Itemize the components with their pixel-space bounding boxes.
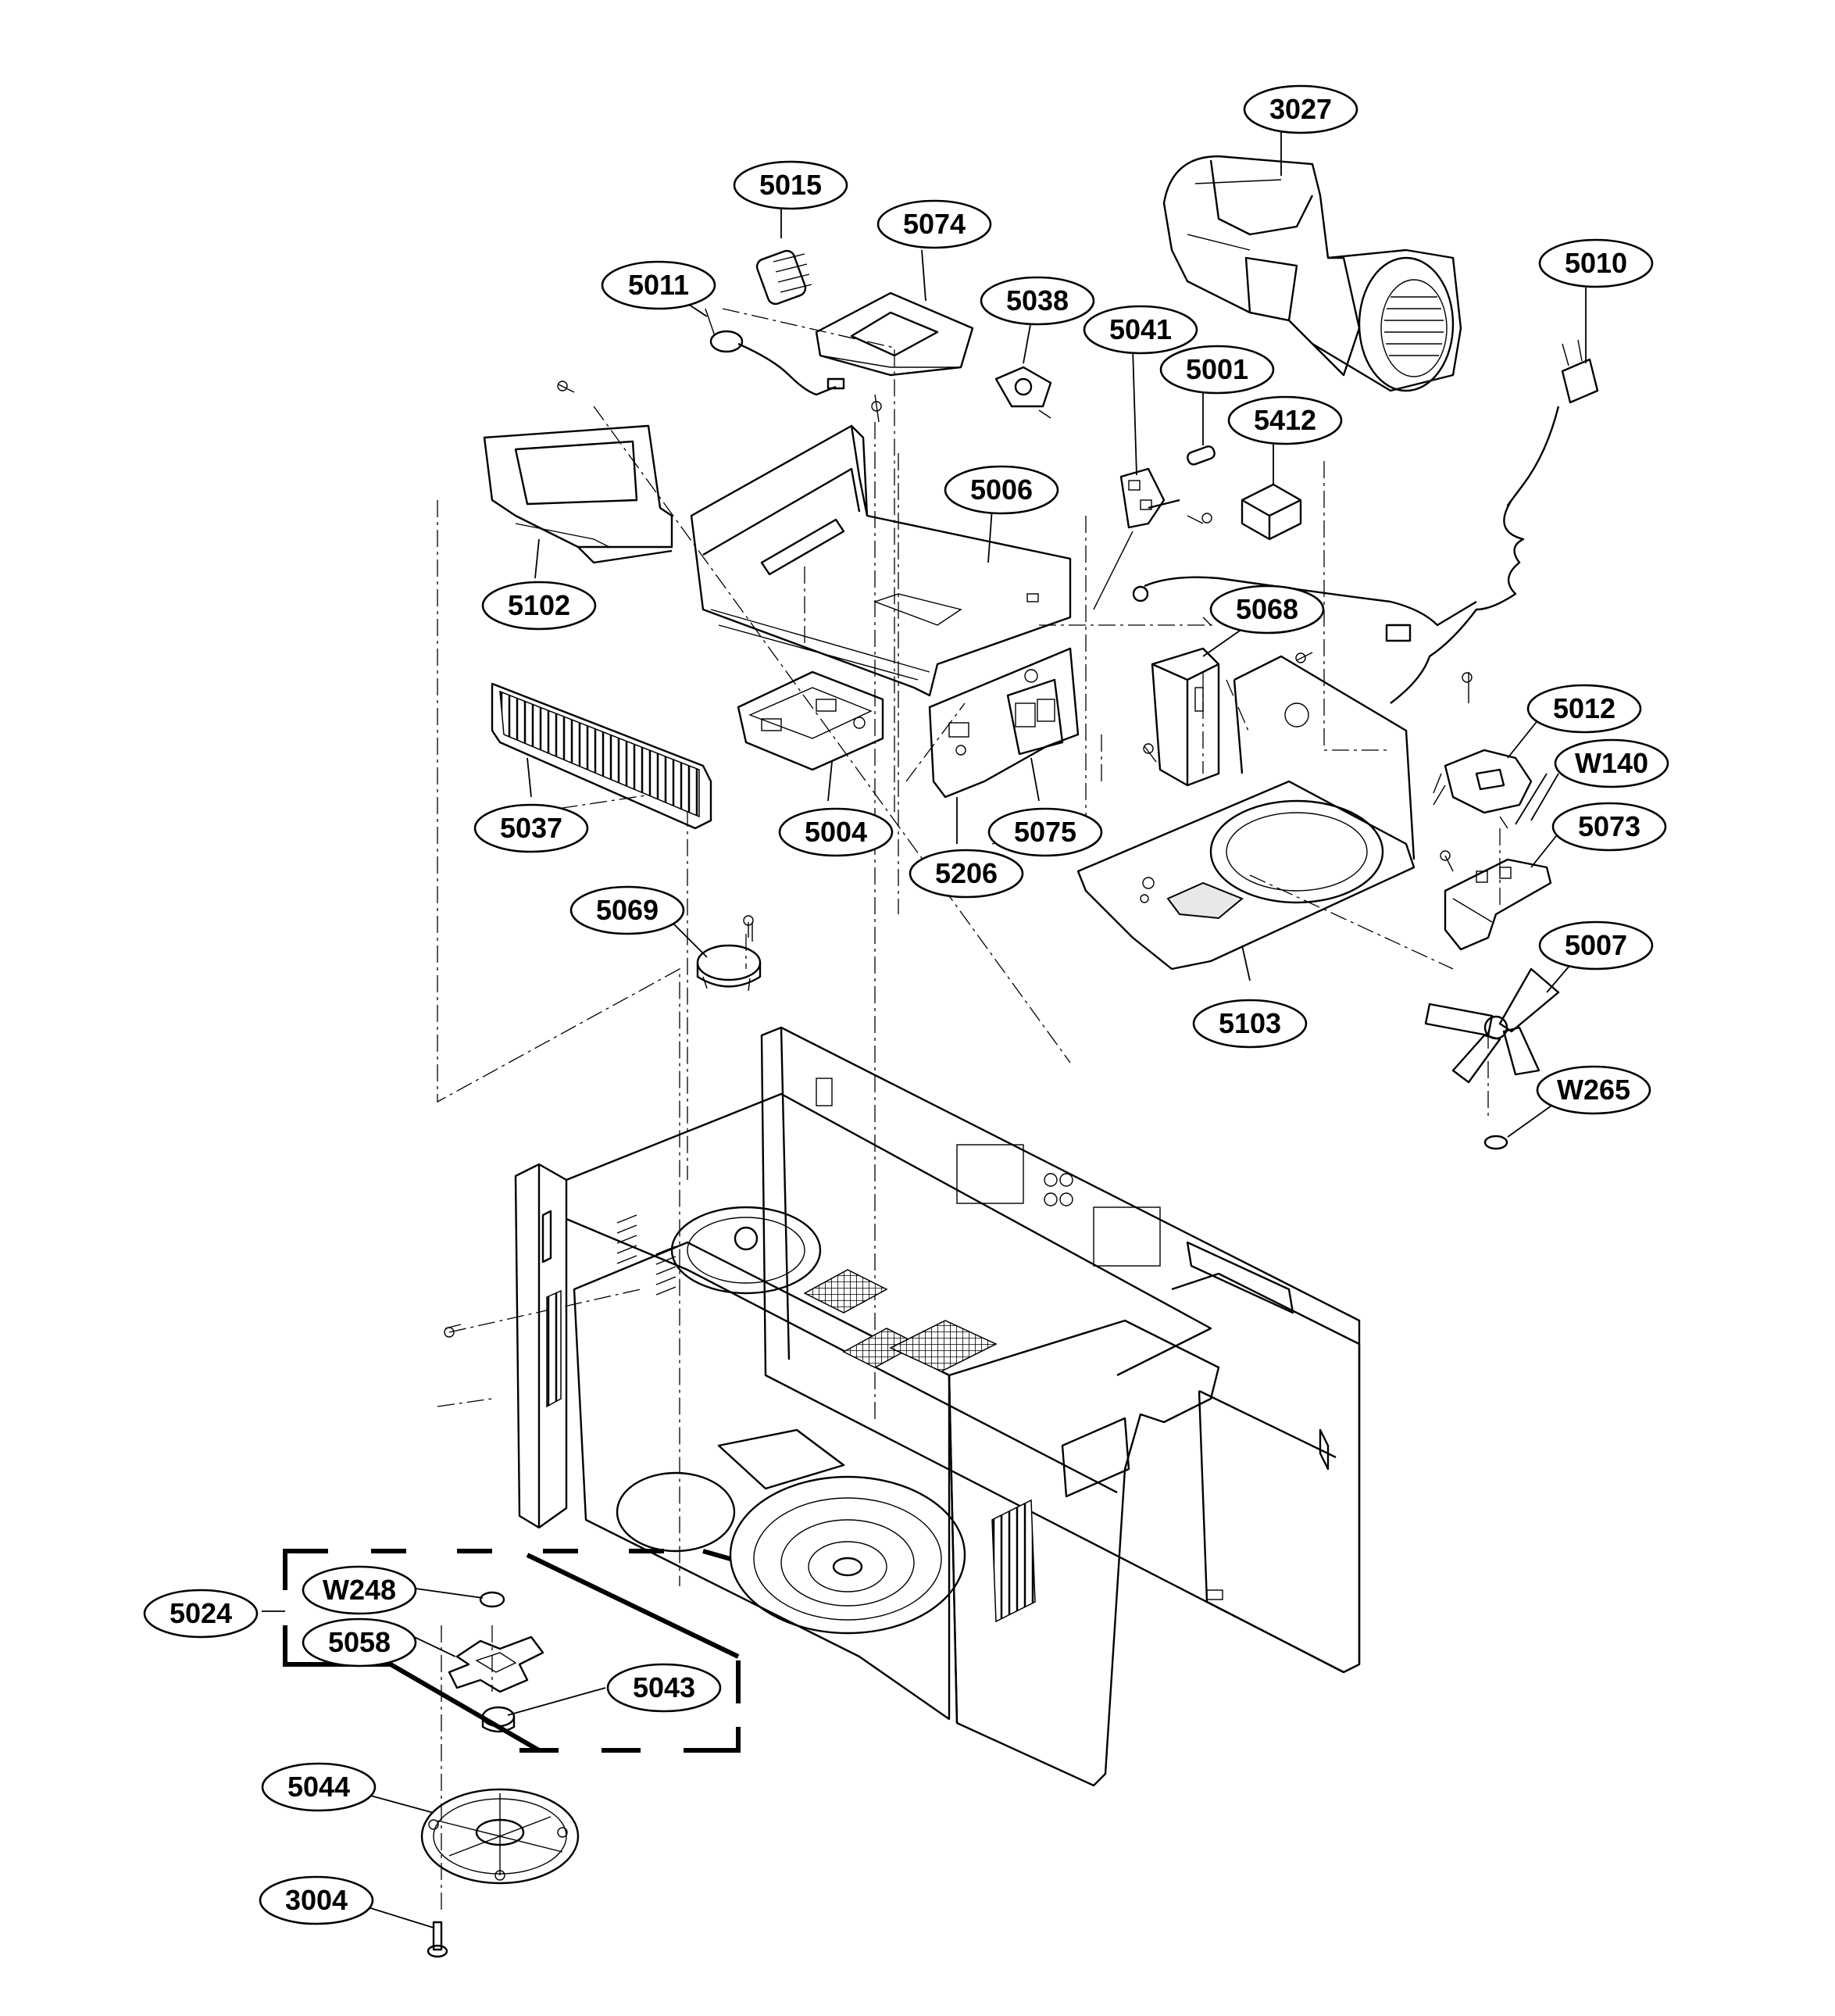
callout-5015: 5015 bbox=[733, 160, 848, 210]
blower-assembly-part bbox=[1162, 155, 1462, 392]
svg-text:5103: 5103 bbox=[1219, 1007, 1281, 1039]
callout-5038: 5038 bbox=[980, 276, 1095, 326]
callout-5001: 5001 bbox=[1159, 345, 1275, 395]
noise-filter-part bbox=[1241, 483, 1302, 541]
callout-5075: 5075 bbox=[987, 807, 1103, 857]
callout-5069: 5069 bbox=[569, 885, 685, 935]
callout-5007: 5007 bbox=[1538, 920, 1654, 970]
svg-text:5011: 5011 bbox=[628, 269, 689, 301]
svg-text:5043: 5043 bbox=[633, 1671, 695, 1703]
svg-text:5102: 5102 bbox=[508, 589, 570, 621]
svg-text:5006: 5006 bbox=[970, 474, 1033, 506]
fuse-part bbox=[1187, 445, 1216, 466]
fan-blade-part bbox=[1424, 967, 1560, 1084]
side-bracket-part bbox=[1151, 647, 1220, 787]
callout-5058: 5058 bbox=[302, 1617, 417, 1667]
svg-text:5038: 5038 bbox=[1006, 284, 1069, 316]
svg-text:5206: 5206 bbox=[935, 857, 998, 889]
base-plate-part bbox=[1076, 655, 1416, 970]
svg-text:5412: 5412 bbox=[1254, 404, 1316, 436]
callout-w248: W248 bbox=[302, 1565, 417, 1615]
callout-5073: 5073 bbox=[1551, 802, 1667, 852]
lamp-socket-part bbox=[755, 249, 812, 306]
callout-5068: 5068 bbox=[1209, 584, 1325, 634]
svg-text:5012: 5012 bbox=[1553, 692, 1615, 724]
callout-5024: 5024 bbox=[143, 1589, 259, 1639]
svg-text:5058: 5058 bbox=[328, 1626, 391, 1658]
callout-3004: 3004 bbox=[259, 1875, 374, 1925]
callout-5041: 5041 bbox=[1083, 305, 1198, 355]
callout-5012: 5012 bbox=[1526, 684, 1642, 734]
kit-box-diagonal bbox=[526, 1553, 740, 1659]
callout-5043: 5043 bbox=[606, 1663, 722, 1713]
waveguide-cover-part bbox=[737, 670, 884, 771]
svg-text:5073: 5073 bbox=[1578, 810, 1640, 842]
svg-text:3027: 3027 bbox=[1269, 93, 1332, 125]
callout-5006: 5006 bbox=[944, 465, 1059, 515]
thermistor-part bbox=[705, 308, 845, 396]
screw-3004-part bbox=[427, 1921, 448, 1958]
svg-text:5037: 5037 bbox=[500, 812, 562, 844]
w265-nut-part bbox=[1483, 1135, 1508, 1150]
callout-5102: 5102 bbox=[481, 581, 597, 631]
lamp-cover-part bbox=[815, 291, 974, 377]
svg-text:3004: 3004 bbox=[285, 1884, 348, 1916]
power-cord-part bbox=[1132, 339, 1599, 704]
svg-text:5010: 5010 bbox=[1565, 247, 1627, 279]
w248-washer-part bbox=[479, 1591, 505, 1608]
svg-text:5001: 5001 bbox=[1186, 353, 1248, 385]
callout-5010: 5010 bbox=[1538, 238, 1654, 288]
callout-3027: 3027 bbox=[1243, 84, 1358, 134]
grease-filter-part bbox=[491, 682, 712, 830]
svg-text:5024: 5024 bbox=[170, 1597, 232, 1629]
svg-text:W248: W248 bbox=[323, 1574, 396, 1606]
assembly-guide-lines bbox=[437, 308, 1501, 1914]
svg-text:5041: 5041 bbox=[1109, 313, 1172, 345]
loose-screws bbox=[444, 381, 1508, 1338]
turntable-motor-part bbox=[696, 922, 762, 992]
roller-ring-part bbox=[420, 1788, 580, 1885]
callout-5004: 5004 bbox=[778, 807, 894, 857]
svg-text:5044: 5044 bbox=[287, 1771, 350, 1803]
lamp-holder-part bbox=[994, 366, 1052, 419]
callout-5037: 5037 bbox=[473, 803, 589, 853]
hood-switch-part bbox=[1433, 749, 1533, 814]
callout-5011: 5011 bbox=[601, 260, 716, 310]
oven-cavity-part bbox=[514, 1026, 1361, 1787]
svg-text:5004: 5004 bbox=[805, 816, 867, 848]
interlock-bracket-part bbox=[1093, 467, 1180, 610]
svg-text:5015: 5015 bbox=[759, 169, 822, 201]
callout-w140: W140 bbox=[1554, 738, 1669, 788]
svg-text:5068: 5068 bbox=[1236, 593, 1298, 625]
svg-text:W140: W140 bbox=[1575, 747, 1648, 779]
callout-5044: 5044 bbox=[261, 1762, 377, 1812]
coupler-part bbox=[448, 1635, 544, 1693]
callout-5103: 5103 bbox=[1192, 999, 1308, 1049]
motor-bracket-part bbox=[1444, 858, 1552, 951]
callout-w265: W265 bbox=[1536, 1065, 1651, 1115]
callout-5206: 5206 bbox=[909, 849, 1024, 899]
callout-5412: 5412 bbox=[1227, 395, 1343, 445]
vent-duct-part bbox=[483, 424, 673, 564]
svg-text:5075: 5075 bbox=[1014, 816, 1076, 848]
svg-text:5074: 5074 bbox=[903, 208, 966, 240]
svg-text:5069: 5069 bbox=[596, 894, 659, 926]
svg-text:5007: 5007 bbox=[1565, 929, 1627, 961]
callout-5074: 5074 bbox=[876, 199, 992, 249]
kit-box-outline bbox=[283, 1549, 741, 1753]
main-bracket-part bbox=[690, 424, 1072, 697]
svg-text:W265: W265 bbox=[1557, 1074, 1630, 1106]
control-bracket-part bbox=[928, 647, 1080, 799]
